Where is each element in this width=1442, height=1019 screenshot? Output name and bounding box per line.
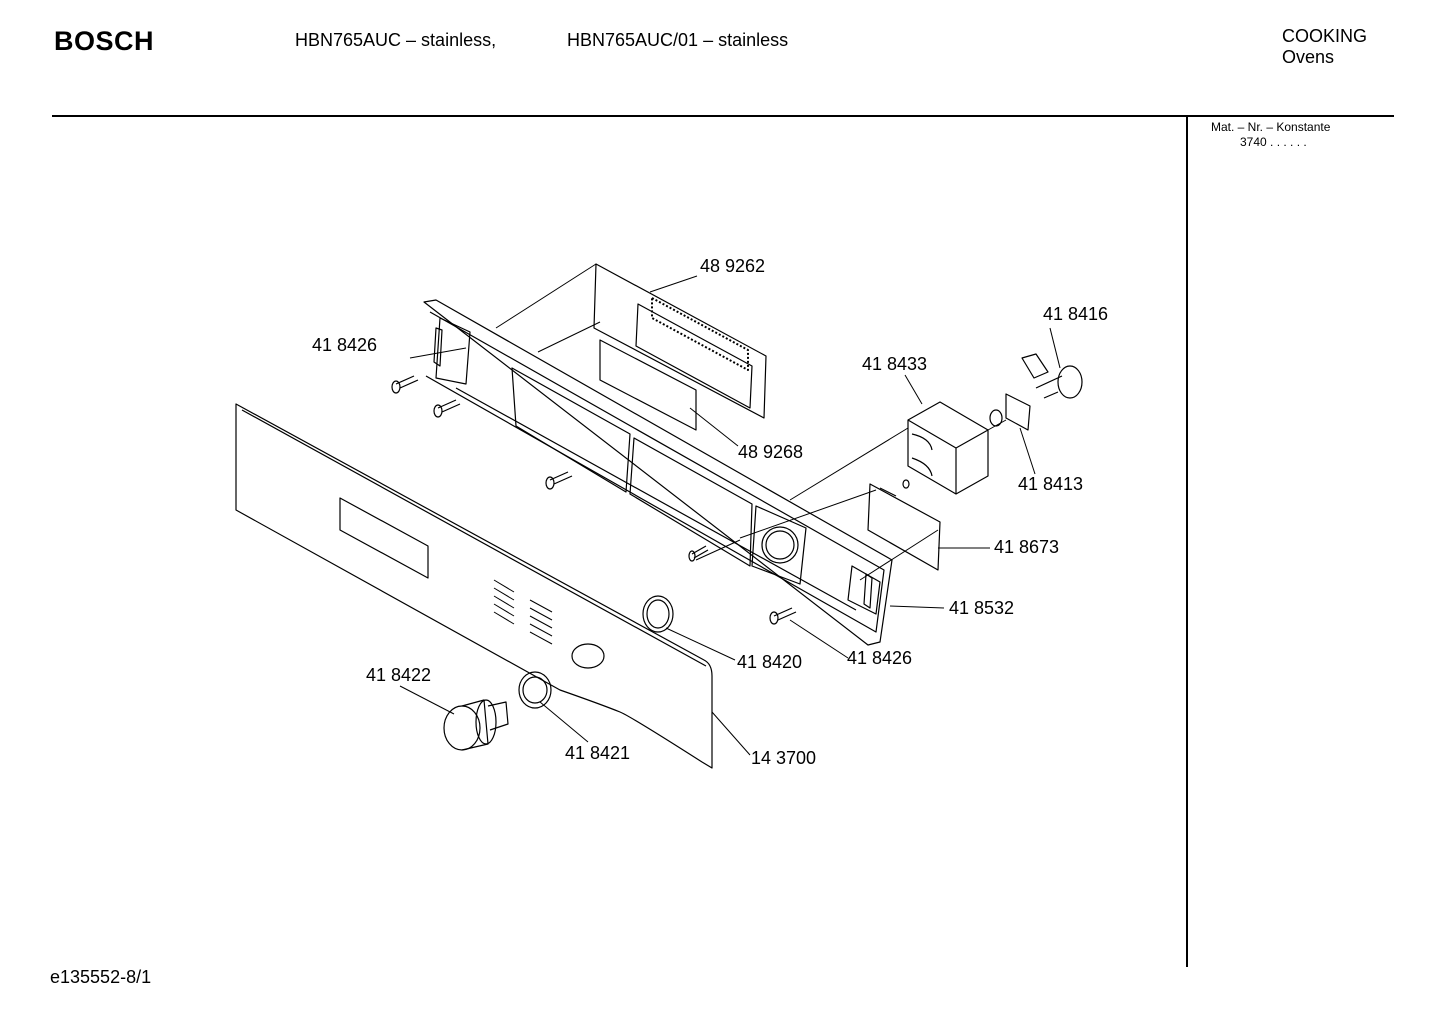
document-id: e135552-8/1 [50,967,152,987]
model-number-2: HBN765AUC/01 – stainless [567,30,789,50]
sidebar-rule [1186,117,1188,967]
trim-ring-418421 [518,671,552,709]
label-418433: 41 8433 [862,354,927,374]
mat-nr-label: Mat. – Nr. – Konstante [1211,120,1331,134]
model-number-1: HBN765AUC – stainless, [295,30,497,50]
display-window [599,339,697,431]
switch-bracket [989,393,1031,431]
screws [391,375,910,625]
electronic-board [593,263,767,419]
header-rule [52,115,1394,117]
mounting-plate [867,483,941,571]
label-418420: 41 8420 [737,652,802,672]
label-418421: 41 8421 [565,743,630,763]
label-418422: 41 8422 [366,665,431,685]
label-418416: 41 8416 [1043,304,1108,324]
label-418426-bottom: 41 8426 [847,648,912,668]
leader-lines [399,263,1061,756]
label-143700: 14 3700 [751,748,816,768]
bracket-housing [907,401,989,495]
category-line-1: COOKING [1282,26,1368,46]
label-489268: 48 9268 [738,442,803,462]
brand-logo: BOSCH [54,26,155,56]
label-418413: 41 8413 [1018,474,1083,494]
mat-nr-value: 3740 . . . . . . [1240,135,1307,149]
label-418532: 41 8532 [949,598,1014,618]
label-489262: 48 9262 [700,256,765,276]
label-418673: 41 8673 [994,537,1059,557]
rotary-switch [1021,353,1083,399]
category-line-2: Ovens [1282,47,1335,67]
front-glass-panel [235,403,713,769]
trim-ring-418420 [642,595,674,633]
control-knob [443,699,509,751]
label-418426-top: 41 8426 [312,335,377,355]
